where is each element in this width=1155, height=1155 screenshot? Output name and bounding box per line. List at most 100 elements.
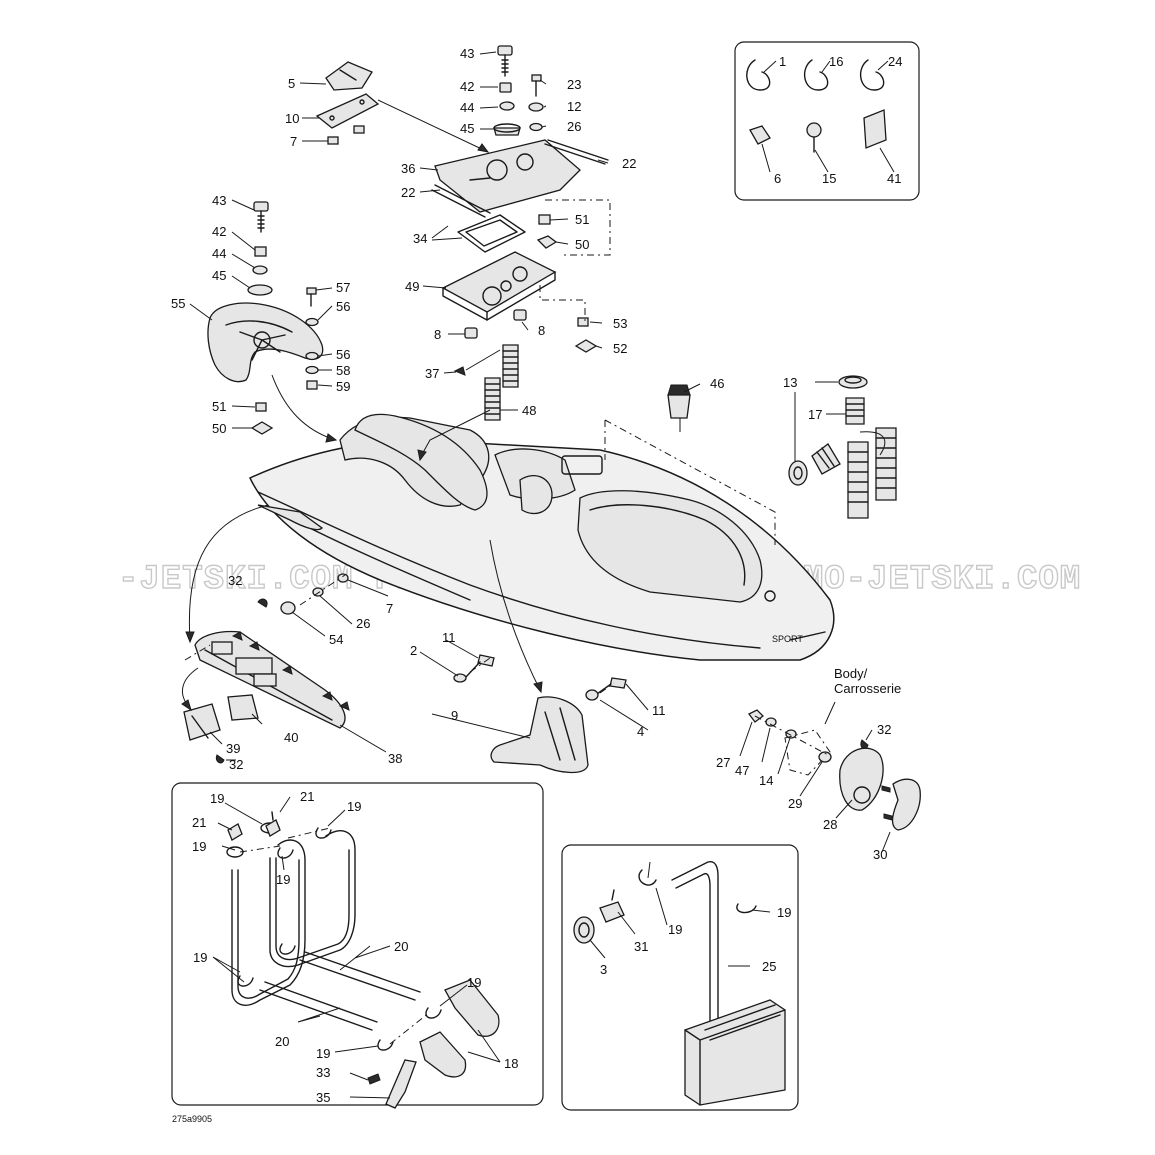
callout-42-top: 42 bbox=[460, 79, 474, 94]
clamp-19-battery-b bbox=[736, 903, 757, 914]
washer-29 bbox=[818, 751, 832, 763]
washer-56-upper bbox=[305, 317, 319, 327]
callout-27: 27 bbox=[716, 755, 730, 770]
screw-15 bbox=[806, 122, 822, 153]
callout-19-battery-b: 19 bbox=[777, 905, 791, 920]
callout-10: 10 bbox=[285, 111, 299, 126]
bellows-48 bbox=[484, 344, 519, 421]
washer-26-top bbox=[529, 122, 543, 132]
leader-lines bbox=[189, 51, 895, 1099]
gasket-22-right bbox=[544, 139, 609, 165]
bracket-35 bbox=[385, 1059, 417, 1109]
callout-43-left: 43 bbox=[212, 193, 226, 208]
vent-tube-20-b bbox=[269, 830, 356, 968]
callout-50-top: 50 bbox=[575, 237, 589, 252]
callout-20-b: 20 bbox=[275, 1034, 289, 1049]
bumper-45-top bbox=[493, 123, 521, 136]
clip-6 bbox=[749, 125, 771, 145]
callout-26-side: 26 bbox=[356, 616, 370, 631]
vent-hose-25 bbox=[671, 861, 719, 1061]
callout-39: 39 bbox=[226, 741, 240, 756]
vent-valve-21-a bbox=[265, 811, 281, 837]
callout-34: 34 bbox=[413, 231, 427, 246]
seat-cushion bbox=[354, 413, 488, 511]
washer-56-lower bbox=[305, 351, 319, 361]
washer-44-top bbox=[499, 101, 515, 111]
callout-21-a: 21 bbox=[300, 789, 314, 804]
callout-45-top: 45 bbox=[460, 121, 474, 136]
nut-42-left bbox=[254, 246, 267, 257]
washer-14 bbox=[785, 729, 797, 739]
gasket-22-left bbox=[431, 184, 491, 218]
callout-26-top: 26 bbox=[567, 119, 581, 134]
gasket-34 bbox=[457, 214, 526, 253]
latch-5 bbox=[325, 61, 373, 91]
callout-21-b: 21 bbox=[192, 815, 206, 830]
callout-46: 46 bbox=[710, 376, 724, 391]
nut-7-top bbox=[327, 125, 365, 145]
callout-19-g: 19 bbox=[316, 1046, 330, 1061]
clamp-19-battery-a bbox=[638, 869, 657, 886]
callout-8-left: 8 bbox=[434, 327, 441, 342]
bellows-right-a bbox=[847, 441, 869, 519]
callout-6: 6 bbox=[774, 171, 781, 186]
callout-20-a: 20 bbox=[394, 939, 408, 954]
storage-plate-36 bbox=[434, 139, 581, 213]
callout-11-upper: 11 bbox=[442, 630, 456, 645]
callout-45-left: 45 bbox=[212, 268, 226, 283]
washer-26-side bbox=[312, 587, 324, 597]
callout-3: 3 bbox=[600, 962, 607, 977]
callout-17: 17 bbox=[808, 407, 822, 422]
callout-40: 40 bbox=[284, 730, 298, 745]
callout-32-lower: 32 bbox=[229, 757, 243, 772]
tie-24 bbox=[859, 59, 885, 91]
callout-1: 1 bbox=[779, 54, 786, 69]
vent-tube-long bbox=[259, 951, 421, 1031]
callout-51-left: 51 bbox=[212, 399, 226, 414]
washer-4 bbox=[585, 689, 599, 701]
callout-47: 47 bbox=[735, 763, 749, 778]
callout-48: 48 bbox=[522, 403, 536, 418]
washer-54 bbox=[280, 601, 296, 615]
spring-17-angled bbox=[811, 443, 841, 475]
cap-32-upper bbox=[257, 598, 268, 608]
callout-30: 30 bbox=[873, 847, 887, 862]
bolt-57 bbox=[306, 287, 317, 307]
callout-38: 38 bbox=[388, 751, 402, 766]
screw-37 bbox=[453, 366, 466, 376]
callout-32-right: 32 bbox=[877, 722, 891, 737]
callout-15: 15 bbox=[822, 171, 836, 186]
callout-54: 54 bbox=[329, 632, 343, 647]
steering-cover-55 bbox=[207, 302, 324, 383]
callout-18: 18 bbox=[504, 1056, 518, 1071]
studs-row bbox=[231, 631, 350, 711]
callout-58: 58 bbox=[336, 363, 350, 378]
battery bbox=[684, 999, 786, 1106]
callout-41: 41 bbox=[887, 171, 901, 186]
washer-58 bbox=[305, 365, 319, 375]
bolt-43-top bbox=[497, 45, 513, 77]
callout-7-side: 7 bbox=[386, 601, 393, 616]
callout-19-b: 19 bbox=[347, 799, 361, 814]
callout-4: 4 bbox=[637, 724, 644, 739]
callout-19-a: 19 bbox=[210, 791, 224, 806]
tie-1 bbox=[746, 59, 771, 91]
spacer-8-right bbox=[513, 309, 527, 321]
fitting-31 bbox=[599, 889, 625, 923]
callout-22-right: 22 bbox=[622, 156, 636, 171]
callout-52: 52 bbox=[613, 341, 627, 356]
cap-32-lower bbox=[215, 754, 225, 764]
intake-grate-9 bbox=[490, 696, 589, 774]
valve-18 bbox=[419, 979, 500, 1078]
body-label-line1: Body/ bbox=[834, 666, 868, 681]
callout-13: 13 bbox=[783, 375, 797, 390]
fuel-cap-46 bbox=[667, 384, 691, 419]
washer-44-left bbox=[252, 265, 268, 275]
fuel-vent-inset-box bbox=[171, 782, 544, 1106]
callout-2: 2 bbox=[410, 643, 417, 658]
spring-17-upper bbox=[845, 397, 865, 425]
callout-19-d: 19 bbox=[276, 872, 290, 887]
callout-33: 33 bbox=[316, 1065, 330, 1080]
plate-10 bbox=[315, 93, 380, 129]
washer-2 bbox=[453, 673, 467, 683]
